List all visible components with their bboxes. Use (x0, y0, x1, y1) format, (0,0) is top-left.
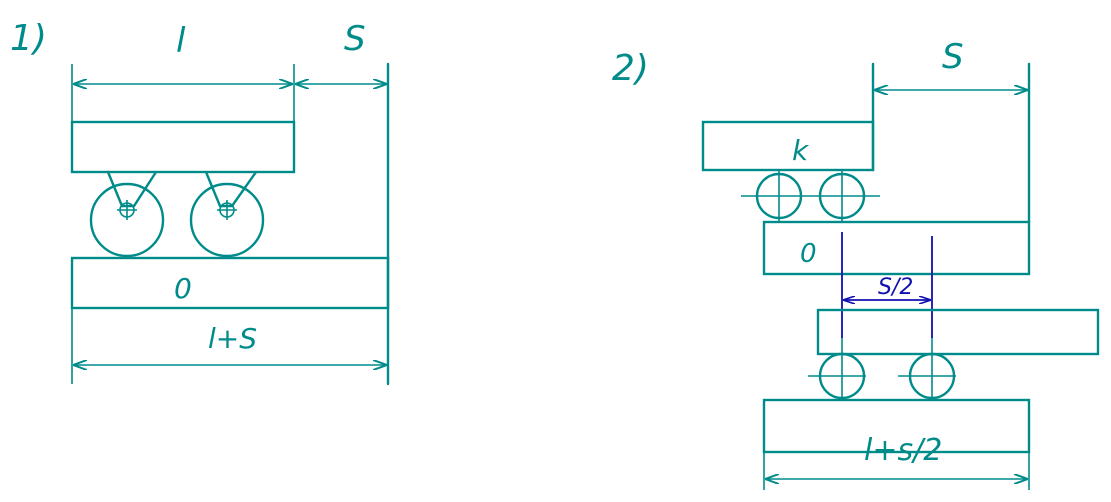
dim-total-label: l+S (208, 322, 257, 355)
wheel-2 (189, 182, 265, 258)
dim-total2-label: l+s/2 (864, 433, 942, 468)
dim-l-label: l (176, 21, 186, 61)
bottom-base (762, 398, 1031, 454)
wheel-1 (89, 182, 165, 258)
dim-s-label: S (344, 19, 366, 59)
base-0 (70, 256, 390, 310)
dim-half-label: S/2 (878, 275, 913, 300)
dim-s2-label: S (942, 37, 964, 77)
carriage-k-label: k (792, 134, 810, 167)
lower-platform (816, 308, 1100, 356)
figure-2: 2) S k 0 S/2 (612, 37, 1100, 490)
figure-1: 1) l S 0 l+S (10, 18, 390, 386)
carriage-1 (70, 120, 296, 174)
middle-0-label: 0 (800, 239, 817, 269)
carriage-k (701, 120, 875, 172)
bracket-1 (106, 170, 158, 208)
bracket-2 (204, 170, 258, 208)
figure-2-number: 2) (612, 48, 649, 89)
figure-1-number: 1) (10, 18, 47, 59)
middle-0 (762, 220, 1031, 276)
base-0-label: 0 (174, 272, 192, 305)
